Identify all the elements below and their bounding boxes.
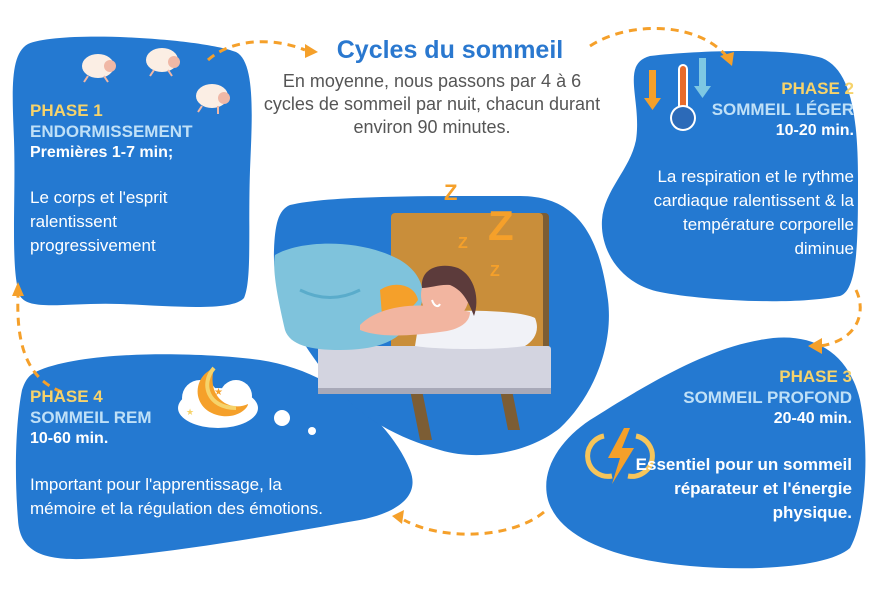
phase3-duration: 20-40 min. [773,410,852,427]
phase1-card: PHASE 1 ENDORMISSEMENT Premières 1-7 min… [30,100,245,258]
phase4-label: PHASE 4 [30,387,103,406]
thermometer-icon [644,58,711,131]
cycle-arrows [16,26,862,536]
phase4-description: Important pour l'apprentissage, la mémoi… [30,475,323,518]
phase1-description: Le corps et l'esprit ralentissent progre… [30,188,168,255]
sheep-icon [82,48,230,114]
svg-text:Z: Z [444,180,457,205]
phase1-name: ENDORMISSEMENT [30,122,193,141]
svg-text:★: ★ [214,387,223,398]
arrow-heads [12,44,822,524]
phase1-label: PHASE 1 [30,101,103,120]
svg-text:★: ★ [186,407,194,417]
bed-illustration: Z Z Z Z [274,180,551,440]
phase2-card: PHASE 2 SOMMEIL LÉGER 10-20 min. La resp… [640,78,854,261]
phase1-blob [12,36,252,308]
phase2-name: SOMMEIL LÉGER [711,100,854,119]
phase1-duration: Premières 1-7 min; [30,144,174,161]
svg-text:Z: Z [458,235,468,252]
phase3-description: Essentiel pour un sommeil réparateur et … [635,455,852,522]
phase2-description: La respiration et le rythme cardiaque ra… [653,167,854,258]
phase2-label: PHASE 2 [781,79,854,98]
phase2-duration: 10-20 min. [775,122,854,139]
phase4-name: SOMMEIL REM [30,408,152,427]
svg-text:Z: Z [488,202,514,249]
moon-cloud-icon: ★ ★ [178,366,316,435]
phase4-blob [15,354,413,560]
phase4-duration: 10-60 min. [30,430,109,447]
phase4-card: PHASE 4 SOMMEIL REM 10-60 min. Important… [30,386,360,521]
phase3-card: PHASE 3 SOMMEIL PROFOND 20-40 min. Essen… [620,366,852,525]
phase3-name: SOMMEIL PROFOND [683,388,852,407]
page-subtitle: En moyenne, nous passons par 4 à 6 cycle… [263,71,601,137]
phase3-blob [546,337,866,569]
phase3-label: PHASE 3 [779,367,852,386]
phase2-blob [601,51,858,302]
page-title: Cycles du sommeil [336,36,564,64]
svg-text:Z: Z [490,263,500,280]
energy-bolt-icon [585,428,655,484]
